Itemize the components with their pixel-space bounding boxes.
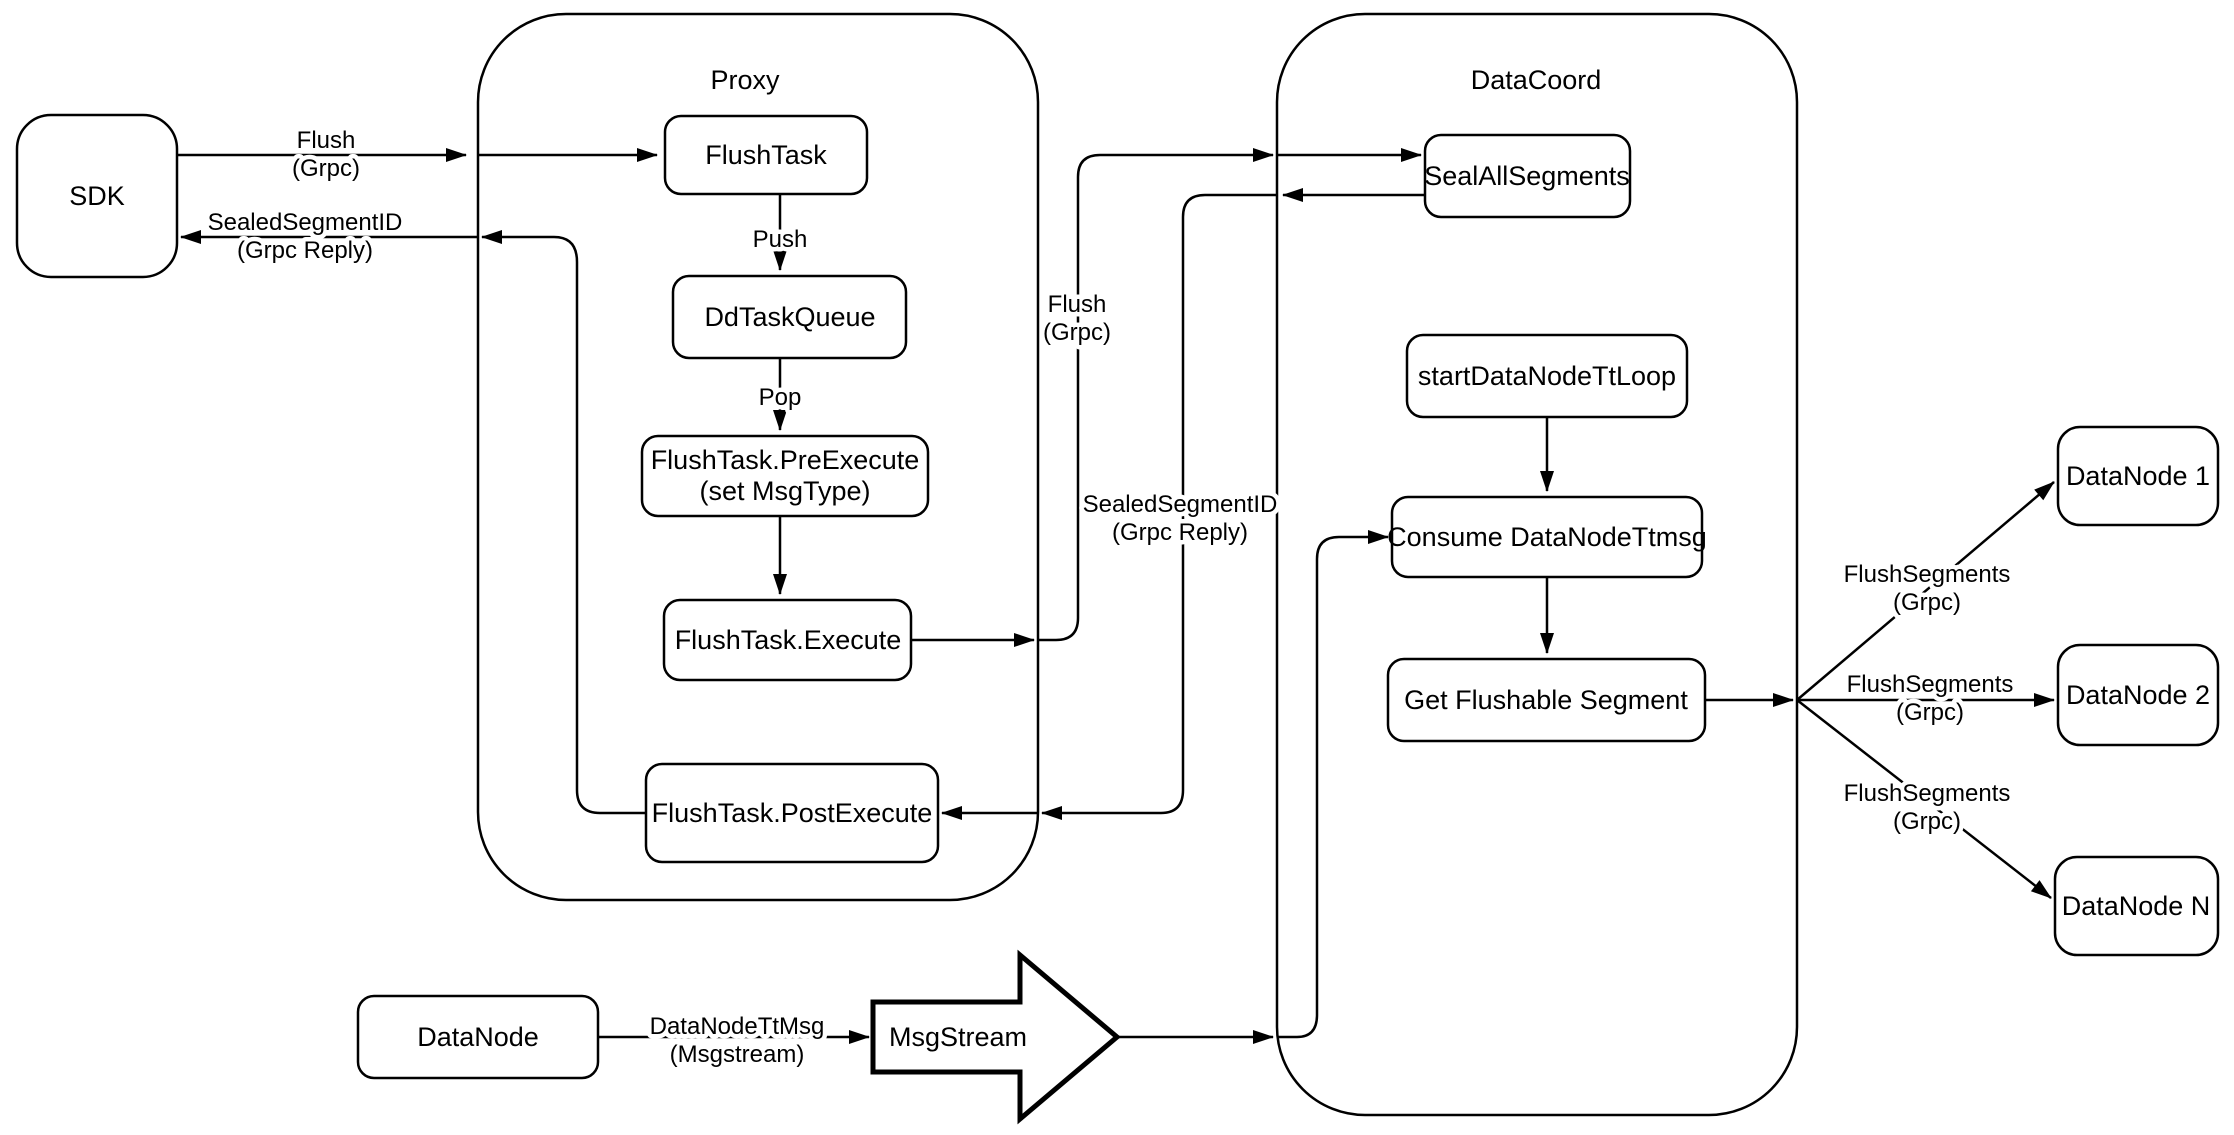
label-sealed-mid-line2: (Grpc Reply) — [1112, 519, 1248, 546]
datacoord-container — [1275, 12, 1799, 1117]
node-consumedatanodettmsg-label: Consume DataNodeTtmsg — [1387, 522, 1707, 552]
node-datanode2-label: DataNode 2 — [2066, 680, 2210, 710]
label-flushsegments2-line2: (Grpc) — [1896, 699, 1964, 726]
proxy-container — [476, 12, 1040, 902]
datacoord-title: DataCoord — [1471, 65, 1602, 95]
node-sealallsegments-label: SealAllSegments — [1424, 161, 1630, 191]
node-ddtaskqueue — [671, 274, 908, 360]
label-sealed-sdk-line1: SealedSegmentID — [208, 209, 403, 236]
node-flushtask — [663, 114, 869, 196]
node-preexecute-label-line2: (set MsgType) — [699, 476, 870, 506]
node-sdk — [15, 113, 179, 279]
label-flushsegments3-line2: (Grpc) — [1893, 808, 1961, 835]
node-datanode-bottom-label: DataNode — [417, 1022, 539, 1052]
node-postexecute-label: FlushTask.PostExecute — [652, 798, 933, 828]
node-sealallsegments — [1423, 133, 1632, 219]
label-flushsegments1-line2: (Grpc) — [1893, 589, 1961, 616]
label-datanodettmsg-line1: DataNodeTtMsg — [650, 1013, 825, 1040]
proxy-title: Proxy — [710, 65, 780, 95]
node-getflushablesegment — [1386, 657, 1707, 743]
label-flush-mid-line1: Flush — [1048, 291, 1107, 318]
node-preexecute-label-line1: FlushTask.PreExecute — [651, 445, 920, 475]
edge-flush-proxy-to-datacoord — [1038, 148, 1274, 642]
node-preexecute — [640, 434, 930, 518]
node-postexecute — [644, 762, 940, 864]
label-flushsegments1-line1: FlushSegments — [1844, 561, 2011, 588]
node-execute — [662, 598, 913, 682]
label-flush-mid-line2: (Grpc) — [1043, 319, 1111, 346]
node-startdatanodettloop-label: startDataNodeTtLoop — [1418, 361, 1676, 391]
label-pop: Pop — [759, 384, 802, 411]
label-flush-sdk-line1: Flush — [297, 127, 356, 154]
node-datanode2 — [2056, 643, 2220, 747]
node-datanoden-label: DataNode N — [2062, 891, 2211, 921]
node-execute-label: FlushTask.Execute — [675, 625, 902, 655]
node-datanode1 — [2056, 425, 2220, 527]
node-ddtaskqueue-label: DdTaskQueue — [704, 302, 875, 332]
label-flush-sdk-line2: (Grpc) — [292, 155, 360, 182]
label-flushsegments2-line1: FlushSegments — [1847, 671, 2014, 698]
msgstream-label: MsgStream — [889, 1022, 1027, 1052]
node-startdatanodettloop — [1405, 333, 1689, 419]
node-consumedatanodettmsg — [1390, 495, 1704, 579]
node-datanoden — [2053, 855, 2220, 957]
label-flushsegments3-line1: FlushSegments — [1844, 780, 2011, 807]
node-getflushablesegment-label: Get Flushable Segment — [1404, 685, 1688, 715]
edge-msgstream-up-to-consume — [1277, 530, 1389, 1039]
msgstream-arrow-shape — [870, 949, 1121, 1125]
node-sdk-label: SDK — [69, 181, 125, 211]
edge-reply-postexecute-to-proxy-edge — [481, 230, 646, 815]
label-sealed-mid-line1: SealedSegmentID — [1083, 491, 1278, 518]
label-push: Push — [753, 226, 808, 253]
node-datanode1-label: DataNode 1 — [2066, 461, 2210, 491]
node-datanode-bottom — [356, 994, 600, 1080]
label-datanodettmsg-line2: (Msgstream) — [670, 1041, 805, 1068]
edge-flushsegments-to-datanoden — [1796, 699, 2052, 899]
node-flushtask-label: FlushTask — [705, 140, 827, 170]
edge-flushsegments-to-datanode1 — [1796, 481, 2055, 701]
label-sealed-sdk-line2: (Grpc Reply) — [237, 237, 373, 264]
edge-reply-datacoord-to-proxy — [1041, 193, 1277, 820]
